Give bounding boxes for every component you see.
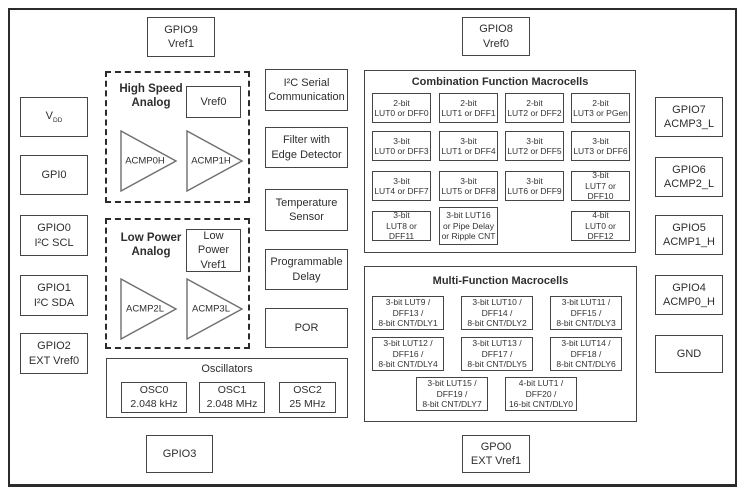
block-programmable-delay: Programmable Delay <box>265 249 348 290</box>
pin-gpio3: GPIO3 <box>146 435 213 473</box>
comparator-triangle-icon <box>186 130 244 192</box>
vdd-subscript: DD <box>52 117 63 125</box>
pin-gpo0-ext-vref1: GPO0 EXT Vref1 <box>462 435 530 473</box>
acmp2l-comparator: ACMP2L <box>120 278 178 340</box>
comparator-label: ACMP2L <box>125 303 164 315</box>
comparator-triangle-icon <box>120 130 178 192</box>
pin-gpio4-acmp0h: GPIO4 ACMP0_H <box>655 275 723 315</box>
pin-gpio6-acmp2l: GPIO6 ACMP2_L <box>655 157 723 197</box>
macrocell-3bit-lut0: 3-bit LUT0 or DFF3 <box>372 131 431 161</box>
oscillators-title: Oscillators <box>201 363 253 375</box>
macrocell-3bit-lut8: 3-bit LUT8 or DFF11 <box>372 210 431 241</box>
macrocell-2bit-lut1: 2-bit LUT1 or DFF1 <box>439 93 498 123</box>
acmp1h-comparator: ACMP1H <box>186 130 244 192</box>
high-speed-analog-title: High Speed Analog <box>119 83 183 110</box>
block-low-power-analog: Low Power Analog Low Power Vref1 ACMP2L … <box>105 218 250 349</box>
low-power-analog-title: Low Power Analog <box>120 232 182 259</box>
osc0-box: OSC0 2.048 kHz <box>121 382 187 413</box>
comparator-label: ACMP1H <box>191 155 231 167</box>
block-por: POR <box>265 308 348 348</box>
macrocell-2bit-lut0: 2-bit LUT0 or DFF0 <box>372 93 431 123</box>
acmp3l-comparator: ACMP3L <box>186 278 244 340</box>
combination-macrocells-title: Combination Function Macrocells <box>411 76 589 88</box>
comparator-triangle-icon <box>120 278 178 340</box>
comparator-triangle-icon <box>186 278 244 340</box>
low-power-vref1-box: Low Power Vref1 <box>186 229 241 272</box>
macrocell-3bit-lut4: 3-bit LUT4 or DFF7 <box>372 171 431 201</box>
macrocell-3bit-lut6: 3-bit LUT6 or DFF9 <box>505 171 564 201</box>
combination-macrocells-section: Combination Function Macrocells 2-bit LU… <box>364 70 636 253</box>
vdd-label: V <box>45 110 53 123</box>
pin-gnd: GND <box>655 335 723 373</box>
macrocell-3bit-lut5: 3-bit LUT5 or DFF8 <box>439 171 498 201</box>
macrocell-3bit-lut7: 3-bit LUT7 or DFF10 <box>571 170 630 201</box>
macrocell-3bit-lut11: 3-bit LUT11 / DFF15 / 8-bit CNT/DLY3 <box>550 296 622 330</box>
macrocell-3bit-lut10: 3-bit LUT10 / DFF14 / 8-bit CNT/DLY2 <box>461 296 533 330</box>
comparator-label: ACMP3L <box>191 303 230 315</box>
vref0-box: Vref0 <box>186 86 241 118</box>
multi-function-macrocells-title: Multi-Function Macrocells <box>432 275 569 287</box>
pin-gpio1-i2c-sda: GPIO1 I²C SDA <box>20 275 88 316</box>
block-temperature-sensor: Temperature Sensor <box>265 189 348 231</box>
pin-gpio8: GPIO8 Vref0 <box>462 17 530 56</box>
macrocell-4bit-lut0: 4-bit LUT0 or DFF12 <box>571 210 630 241</box>
pin-gpio5-acmp1h: GPIO5 ACMP1_H <box>655 215 723 255</box>
pin-gpio2-ext-vref0: GPIO2 EXT Vref0 <box>20 333 88 374</box>
macrocell-3bit-lut13: 3-bit LUT13 / DFF17 / 8-bit CNT/DLY5 <box>461 337 533 371</box>
macrocell-3bit-lut15: 3-bit LUT15 / DFF19 / 8-bit CNT/DLY7 <box>416 377 488 411</box>
macrocell-3bit-lut2: 3-bit LUT2 or DFF5 <box>505 131 564 161</box>
macrocell-3bit-lut12: 3-bit LUT12 / DFF16 / 8-bit CNT/DLY4 <box>372 337 444 371</box>
macrocell-3bit-lut16: 3-bit LUT16 or Pipe Delay or Ripple CNT <box>439 207 498 245</box>
pin-gpio0-i2c-scl: GPIO0 I²C SCL <box>20 215 88 256</box>
macrocell-2bit-lut2: 2-bit LUT2 or DFF2 <box>505 93 564 123</box>
block-oscillators: Oscillators OSC0 2.048 kHz OSC1 2.048 MH… <box>106 358 348 418</box>
acmp0h-comparator: ACMP0H <box>120 130 178 192</box>
pin-gpio7-acmp3l: GPIO7 ACMP3_L <box>655 97 723 137</box>
macrocell-2bit-lut3: 2-bit LUT3 or PGen <box>571 93 630 123</box>
pin-vdd: VDD <box>20 97 88 137</box>
macrocell-3bit-lut3: 3-bit LUT3 or DFF6 <box>571 131 630 161</box>
osc1-box: OSC1 2.048 MHz <box>199 382 265 413</box>
macrocell-3bit-lut14: 3-bit LUT14 / DFF18 / 8-bit CNT/DLY6 <box>550 337 622 371</box>
block-filter-edge-detector: Filter with Edge Detector <box>265 127 348 168</box>
block-high-speed-analog: High Speed Analog Vref0 ACMP0H ACMP1H <box>105 71 250 203</box>
comparator-label: ACMP0H <box>125 155 165 167</box>
macrocell-4bit-lut1: 4-bit LUT1 / DFF20 / 16-bit CNT/DLY0 <box>505 377 577 411</box>
macrocell-3bit-lut1: 3-bit LUT1 or DFF4 <box>439 131 498 161</box>
pin-gpi0: GPI0 <box>20 155 88 195</box>
multi-function-macrocells-section: Multi-Function Macrocells 3-bit LUT9 / D… <box>364 266 637 422</box>
pin-gpio9: GPIO9 Vref1 <box>147 17 215 57</box>
macrocell-3bit-lut9: 3-bit LUT9 / DFF13 / 8-bit CNT/DLY1 <box>372 296 444 330</box>
block-i2c-serial-communication: I²C Serial Communication <box>265 69 348 111</box>
osc2-box: OSC2 25 MHz <box>279 382 336 413</box>
